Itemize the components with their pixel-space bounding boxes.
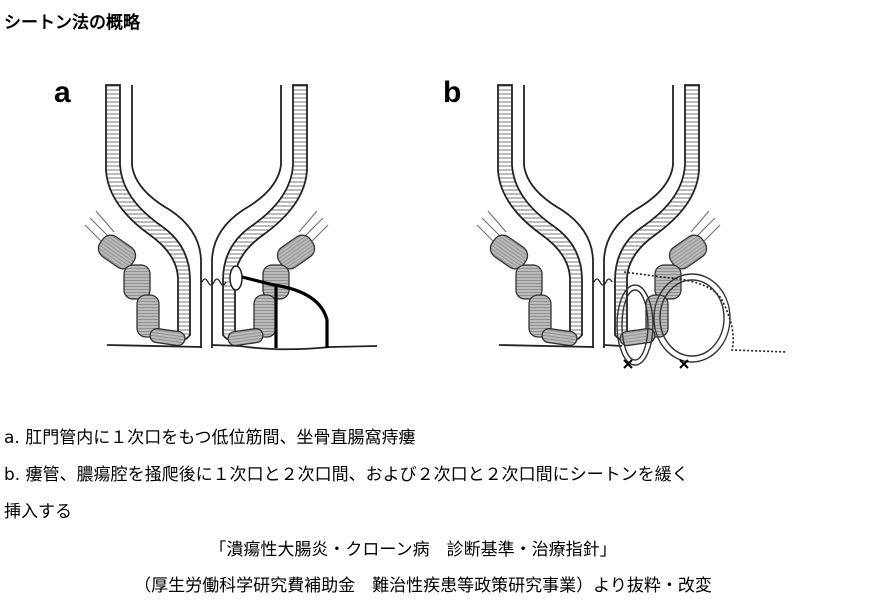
panel-a-anatomy [84,84,378,351]
fistula-tract-a [241,275,329,348]
panel-b-anatomy [476,84,788,369]
seton-diagram: a b [54,76,788,369]
source-title: 「潰瘍性大腸炎・クローン病 診断基準・治療指針」 [209,540,617,560]
panel-b-label: b [443,76,461,109]
page-title: シートン法の概略 [4,13,140,33]
panel-a-label: a [54,76,71,109]
seton-loops [616,273,731,366]
caption-b-line2: 挿入する [4,502,72,522]
source-funding: （厚生労働科学研究費補助金 難治性疾患等政策研究事業）より抜粋・改変 [134,576,712,596]
caption-a: a. 肛門管内に１次口をもつ低位筋間、坐骨直腸窩痔瘻 [4,428,416,448]
caption-b-line1: b. 瘻管、膿瘍腔を掻爬後に１次口と２次口間、および２次口と２次口間にシートンを… [4,465,689,485]
